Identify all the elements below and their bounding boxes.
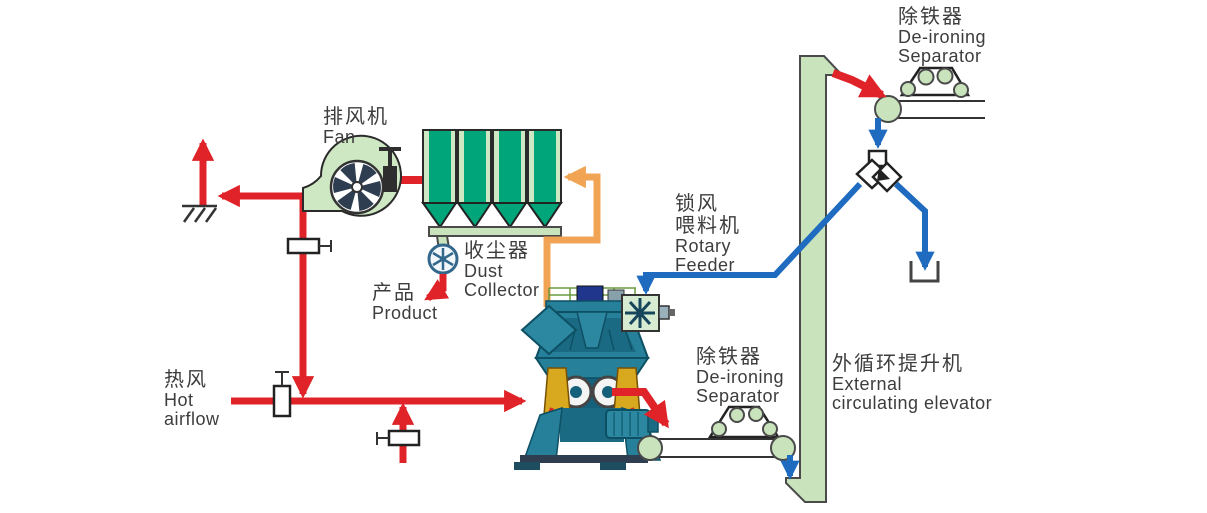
mill-reject-flow-line [612,388,670,429]
label-dust-collector: 收尘器 Dust Collector [464,240,540,300]
rotary-discharge-valve-icon [427,243,459,275]
vertical-roller-mill-icon [514,285,662,470]
reject-bin-icon [909,261,940,283]
bag-dust-collector-icon [421,129,563,252]
product-flow-line [424,274,450,302]
diverter-to-bin-line [893,181,935,271]
belt-conveyor-icon [637,435,796,461]
bucket-elevator-column-icon [785,55,845,503]
label-deironing-separator-bottom: 除铁器 De-ironing Separator [696,346,785,406]
elevator-discharge-flow-line [831,69,887,99]
label-hot-airflow: 热风 Hot airflow [164,369,220,429]
exhaust-stack-icon [182,138,218,223]
damper-valve-icon [272,371,292,418]
label-fan-en: Fan [323,127,356,147]
label-external-circulating-elevator: 外循环提升机 External circulating elevator [832,353,993,413]
damper-valve-icon [286,237,332,255]
diverter-to-feeder-line [636,181,863,295]
label-fan: 排风机 Fan [323,106,389,147]
label-product: 产品 Product [372,282,438,323]
damper-valve-icon [376,429,421,447]
label-fan-cn: 排风机 [323,106,389,128]
label-rotary-feeder: 锁风 喂料机 Rotary Feeder [675,193,741,275]
magnetic-separator-icon [899,66,971,98]
rotary-feeder-icon [621,294,675,332]
mill-exhaust-duct-line [543,165,601,307]
two-way-diverter-valve-icon [855,149,903,193]
belt-conveyor-icon [874,95,985,123]
magnetic-separator-icon [707,405,781,439]
label-deironing-separator-top: 除铁器 De-ironing Separator [898,6,987,66]
centrifugal-fan-icon [302,134,402,217]
